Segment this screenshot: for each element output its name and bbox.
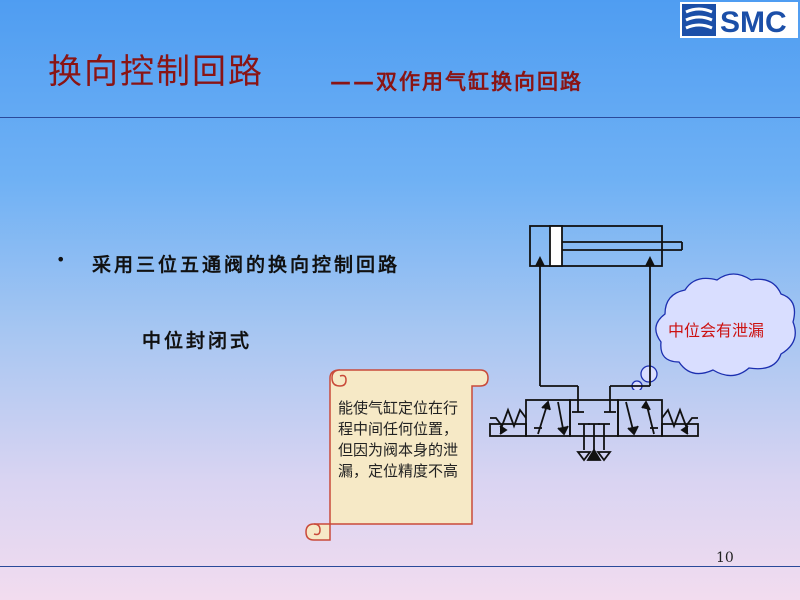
- left-spring: [490, 407, 527, 429]
- scroll-callout: [300, 364, 490, 544]
- header-divider: [0, 117, 800, 118]
- footer-divider: [0, 566, 800, 567]
- logo-wordmark: SMC: [720, 6, 787, 38]
- cloud-callout: [625, 270, 800, 392]
- pneumatic-circuit-diagram: [486, 222, 706, 472]
- bullet-text: 采用三位五通阀的换向控制回路: [92, 254, 401, 276]
- right-spring: [661, 407, 698, 429]
- page-number: 10: [716, 550, 734, 566]
- smc-logo-mark: SMC: [682, 4, 787, 38]
- sub-bullet-text: 中位封闭式: [142, 330, 253, 352]
- cylinder-piston: [549, 225, 563, 267]
- valve-right-position: [617, 399, 663, 437]
- exhaust-port-right: [596, 451, 612, 462]
- bullet-marker: •: [56, 250, 66, 269]
- smc-logo: SMC: [680, 2, 798, 38]
- slide-title: 换向控制回路: [48, 52, 264, 92]
- cloud-note: 中位会有泄漏: [668, 321, 765, 340]
- cylinder-body: [529, 225, 663, 267]
- slide-subtitle: ——双作用气缸换向回路: [330, 70, 583, 94]
- exhaust-port-left: [576, 451, 592, 462]
- pressure-source: [586, 448, 602, 461]
- scroll-note: 能使气缸定位在行程中间任何位置，但因为阀本身的泄漏，定位精度不高: [337, 399, 458, 480]
